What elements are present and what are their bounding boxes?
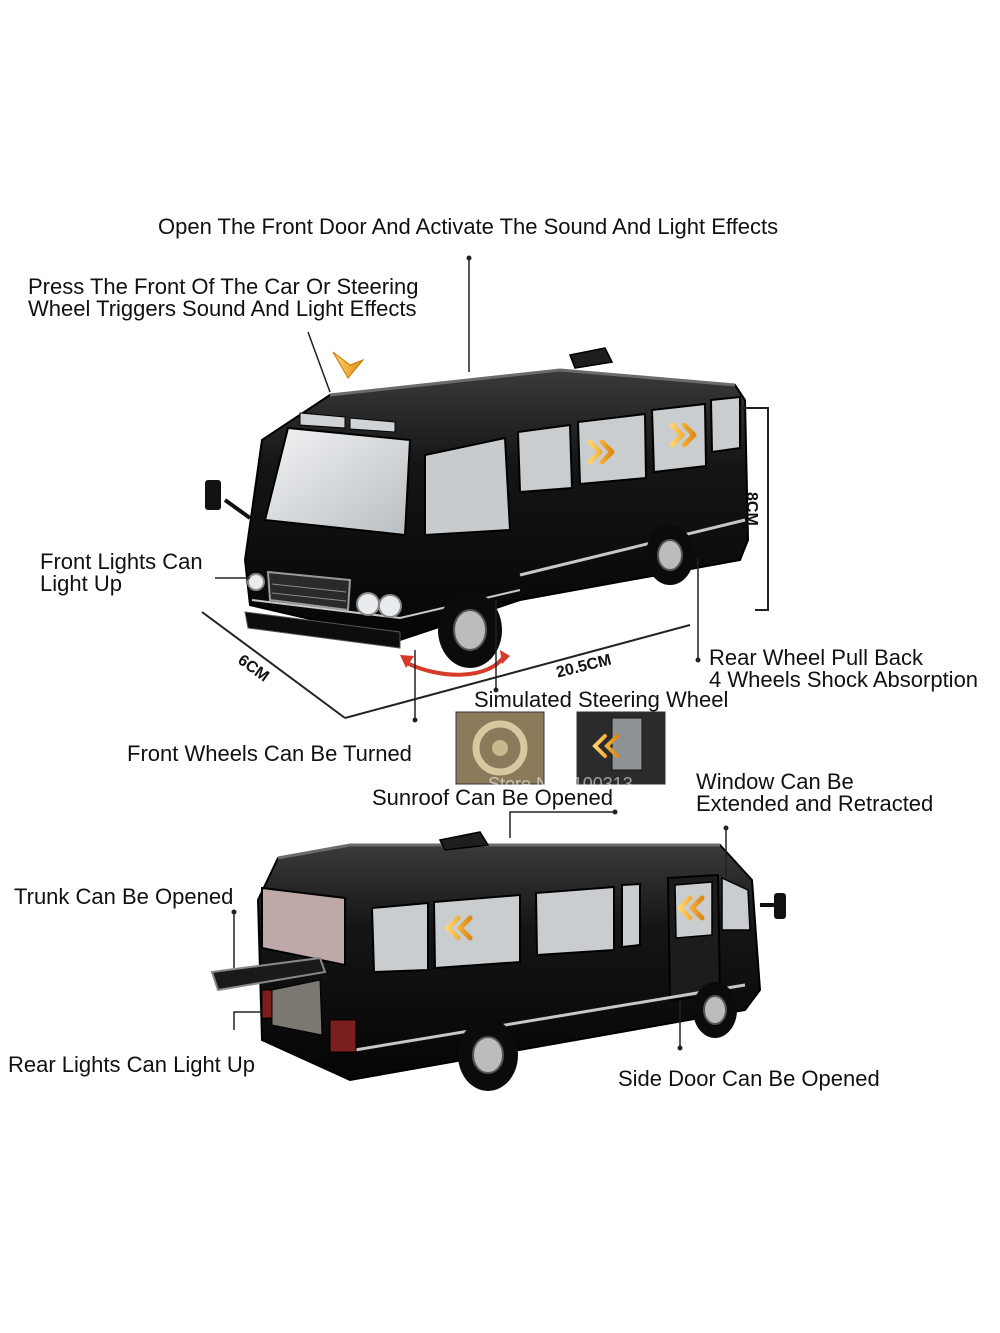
steering-wheel-inset	[455, 711, 545, 785]
callout-leaders-bottom	[231, 809, 729, 1051]
callout-rear-wheel: Rear Wheel Pull Back 4 Wheels Shock Abso…	[709, 647, 978, 691]
callout-steering: Simulated Steering Wheel	[474, 687, 729, 712]
callout-front-lights: Front Lights Can Light Up	[40, 551, 203, 595]
window-inset	[576, 711, 666, 785]
callout-front-lights-line2: Light Up	[40, 571, 122, 596]
callout-window-line1: Window Can Be	[696, 769, 854, 794]
bottom-bus-image	[210, 831, 786, 1091]
callout-rear-lights: Rear Lights Can Light Up	[8, 1052, 256, 1077]
callout-press-front-line1: Press The Front Of The Car Or Steering	[28, 274, 419, 299]
callout-rear-wheel-line2: 4 Wheels Shock Absorption	[709, 667, 979, 692]
callout-window: Window Can Be Extended and Retracted	[696, 771, 933, 815]
callout-press-front-line2: Wheel Triggers Sound And Light Effects	[28, 296, 417, 321]
callout-sunroof: Sunroof Can Be Opened	[372, 785, 613, 810]
callout-front-wheels: Front Wheels Can Be Turned	[127, 741, 412, 766]
callout-press-front: Press The Front Of The Car Or Steering W…	[28, 276, 418, 320]
callout-leaders-top	[215, 255, 701, 723]
callout-trunk: Trunk Can Be Opened	[14, 884, 234, 909]
callout-rear-wheel-line1: Rear Wheel Pull Back	[709, 645, 923, 670]
dimension-lines	[201, 407, 769, 719]
dimension-height: 8CM	[743, 492, 760, 526]
callout-front-door: Open The Front Door And Activate The Sou…	[158, 214, 779, 239]
top-bus-image	[205, 347, 750, 677]
watermark: Store No.1100313	[488, 774, 633, 794]
callout-side-door: Side Door Can Be Opened	[618, 1066, 880, 1091]
callout-window-line2: Extended and Retracted	[696, 791, 934, 816]
callout-front-lights-line1: Front Lights Can	[40, 549, 203, 574]
